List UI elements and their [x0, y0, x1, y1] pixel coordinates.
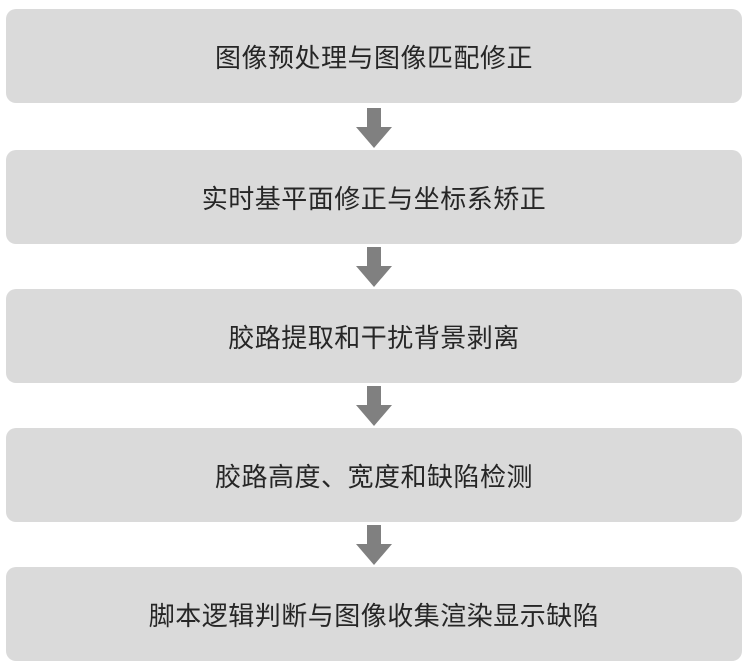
arrow-down-icon — [355, 525, 393, 565]
step-label-3: 胶路提取和干扰背景剥离 — [228, 323, 520, 354]
step-label-4: 胶路高度、宽度和缺陷检测 — [214, 462, 533, 493]
step-label-5: 脚本逻辑判断与图像收集渲染显示缺陷 — [148, 601, 600, 632]
step-box-1: 图像预处理与图像匹配修正 — [6, 9, 742, 103]
step-label-1: 图像预处理与图像匹配修正 — [214, 43, 533, 74]
step-box-4: 胶路高度、宽度和缺陷检测 — [6, 428, 742, 522]
step-box-2: 实时基平面修正与坐标系矫正 — [6, 150, 742, 244]
arrow-down-icon — [355, 108, 393, 148]
step-box-3: 胶路提取和干扰背景剥离 — [6, 289, 742, 383]
arrow-down-icon — [355, 386, 393, 426]
step-box-5: 脚本逻辑判断与图像收集渲染显示缺陷 — [6, 567, 742, 661]
step-label-2: 实时基平面修正与坐标系矫正 — [201, 184, 547, 215]
arrow-down-icon — [355, 247, 393, 287]
